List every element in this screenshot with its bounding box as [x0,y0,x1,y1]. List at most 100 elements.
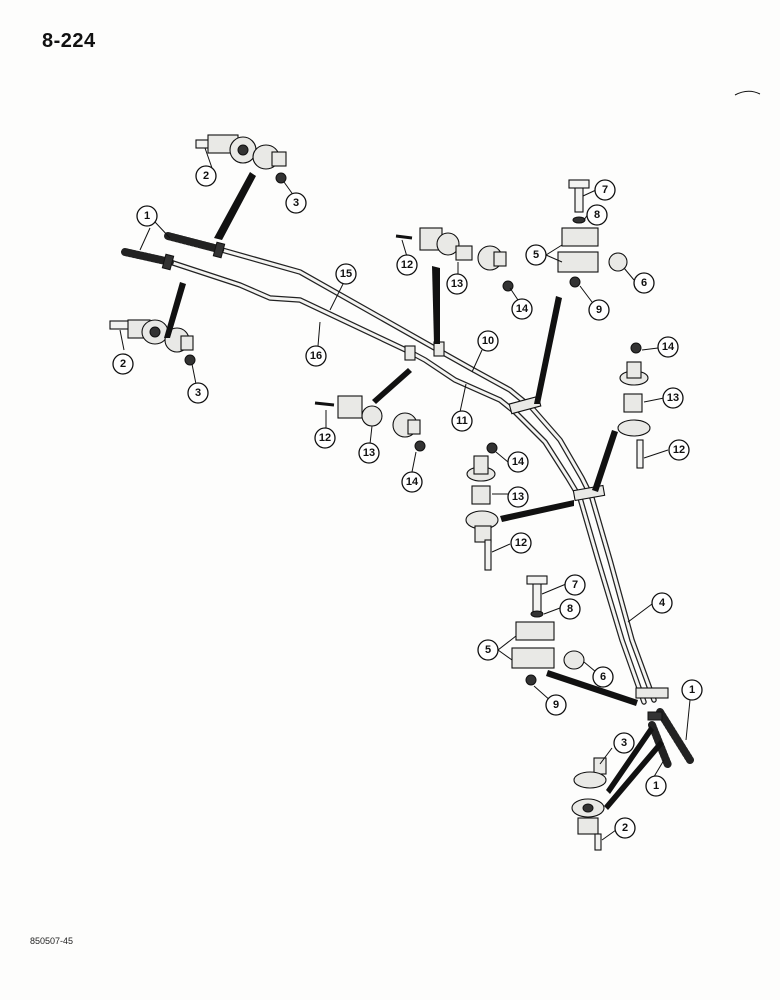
callout-c6b: 6 [592,666,614,688]
callout-label: 3 [293,197,299,209]
washer [572,216,586,224]
callout-c13a: 13 [446,273,468,295]
callout-label: 14 [662,341,675,353]
figure-code: 850507-45 [30,936,74,946]
callout-c2c: 2 [614,817,636,839]
washer [530,610,544,618]
band-clamp [212,241,226,259]
callout-c14d: 14 [507,451,529,473]
bolt [109,320,131,330]
clamp-half-lower [511,647,555,669]
fitting-stem [407,419,421,435]
fitting-stem [493,251,507,267]
flange [436,232,460,256]
callout-label: 7 [602,184,608,196]
callout-c13c: 13 [662,387,684,409]
callout-label: 10 [482,335,494,347]
callout-label: 13 [363,447,375,459]
callout-label: 5 [533,249,539,261]
callout-c12a: 12 [396,254,418,276]
nut [630,342,642,354]
hose-upper-left-b [121,248,174,266]
band-clamp [161,253,175,271]
callout-label: 12 [515,537,527,549]
callout-label: 13 [451,278,463,290]
bolt [532,579,542,613]
callout-c3a: 3 [285,192,307,214]
callout-label: 16 [310,350,322,362]
page-number: 8-224 [42,30,96,52]
fitting-stem [271,151,287,167]
fitting-stem [180,335,194,351]
flange-fitting [573,771,607,789]
callout-c12b: 12 [314,427,336,449]
bushing [623,393,643,413]
callout-c8b: 8 [559,598,581,620]
callout-label: 8 [594,209,600,221]
callout-leaders [119,147,691,841]
fitting-group-center-lower [465,442,499,571]
fitting-group-right-upper [617,342,651,469]
callout-c3b: 3 [187,382,209,404]
callout-c3c: 3 [613,732,635,754]
callout-c7b: 7 [564,574,586,596]
callout-label: 13 [667,392,679,404]
callout-c14c: 14 [657,336,679,358]
spacer [563,650,585,670]
bolt [395,234,413,240]
callout-label: 12 [401,259,413,271]
callout-label: 13 [512,491,524,503]
callout-c5b: 5 [477,639,499,661]
callout-c13b: 13 [358,442,380,464]
callout-c1b: 1 [681,679,703,701]
callout-c9a: 9 [588,299,610,321]
nut [414,440,426,452]
callout-c4: 4 [651,592,673,614]
callout-c10: 10 [477,330,499,352]
callout-label: 15 [340,268,352,280]
callout-c12d: 12 [510,532,532,554]
callout-c15: 15 [335,263,357,285]
bushing [361,405,383,427]
callout-label: 12 [673,444,685,456]
bushing [471,485,491,505]
split-flange [337,395,363,419]
tube-clamp [433,341,445,357]
callout-label: 14 [512,456,525,468]
bolt [484,539,492,571]
nut [275,172,287,184]
callout-c12c: 12 [668,439,690,461]
callout-label: 6 [641,277,647,289]
callout-label: 2 [622,822,628,834]
callout-label: 11 [456,415,468,427]
callout-c2b: 2 [112,353,134,375]
tube-clamp [404,345,416,361]
clamp-group-lower [511,575,585,686]
callout-c2a: 2 [195,165,217,187]
callout-c16: 16 [305,345,327,367]
callout-label: 14 [406,476,419,488]
callout-label: 1 [653,780,659,792]
callout-label: 1 [144,210,150,222]
flange-half [577,817,599,835]
nut [486,442,498,454]
clamp-half-lower [557,251,599,273]
fitting-group-bottom [571,757,607,851]
callout-c11: 11 [451,410,473,432]
callout-label: 3 [195,387,201,399]
clamp-half-upper [561,227,599,247]
bolt [636,439,644,469]
tube-assembly [121,232,694,769]
callout-label: 14 [516,303,529,315]
nut [525,674,537,686]
callout-label: 9 [553,699,559,711]
callout-c5a: 5 [525,244,547,266]
callout-label: 2 [120,358,126,370]
callout-label: 2 [203,170,209,182]
bolt [314,401,335,407]
tube-clamp [572,484,606,502]
tube-clamp [635,687,669,699]
fitting-group-left [109,319,196,366]
